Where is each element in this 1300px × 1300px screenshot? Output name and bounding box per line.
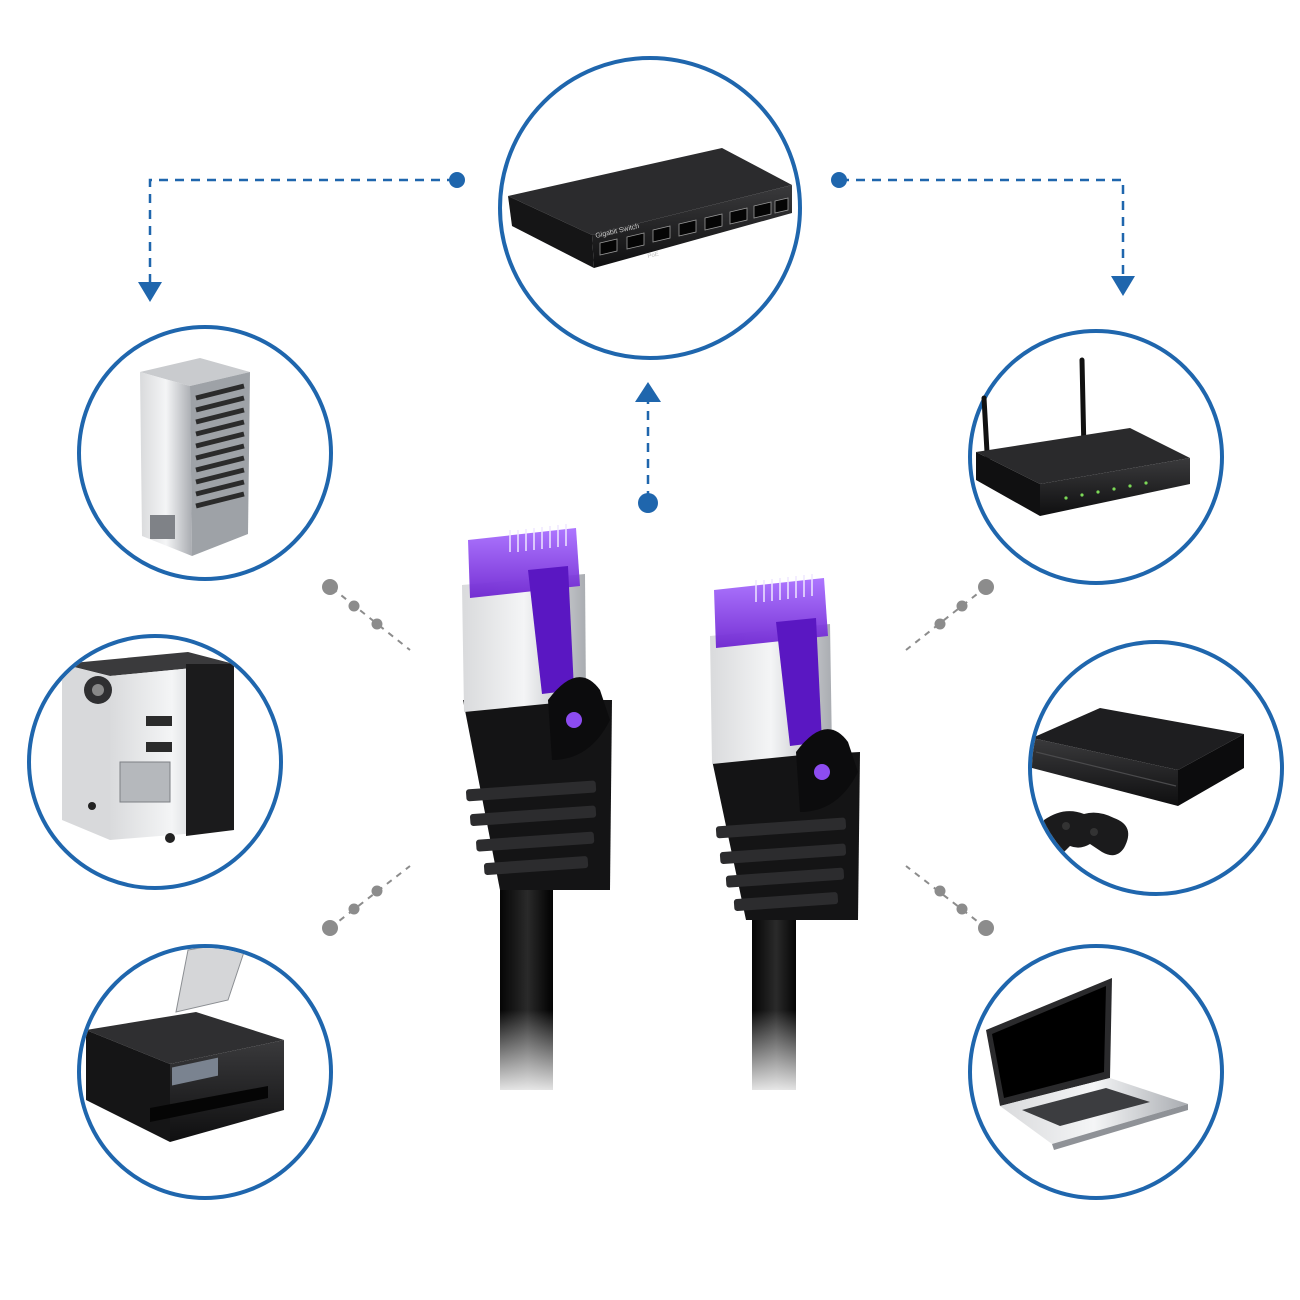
game-console-circle [1028,640,1284,896]
connector-switch-to-left [138,172,465,302]
grey-connector-right-bottom [905,865,994,936]
rj45-plug-right [710,574,860,1090]
arrow-down-icon [138,282,162,302]
game-console-icon [1032,708,1244,858]
router-icon [976,357,1190,516]
server-rack-icon [140,358,250,556]
rj45-plug-left [462,524,612,1090]
arrow-up-icon [635,382,661,402]
printer-icon [86,948,284,1142]
grey-connector-left-top [322,579,411,651]
desktop-pc-circle [27,634,283,890]
connector-switch-to-right [831,172,1135,296]
grey-connector-left-bottom [322,865,411,936]
printer-circle [77,944,333,1200]
laptop-icon [986,978,1188,1150]
pc-tower-icon [62,652,234,843]
network-switch-icon: Gigabit Switch PoE [508,148,792,268]
laptop-circle [968,944,1224,1200]
arrow-down-icon [1111,276,1135,296]
server-rack-circle [77,325,333,581]
ethernet-cable [462,524,860,1100]
switch-poe-text: PoE [647,252,659,260]
connector-cable-to-switch [635,382,661,513]
router-circle [968,329,1224,585]
grey-connector-right-top [905,579,994,651]
connectors [138,172,1135,936]
network-switch-circle: Gigabit Switch PoE [498,56,802,360]
